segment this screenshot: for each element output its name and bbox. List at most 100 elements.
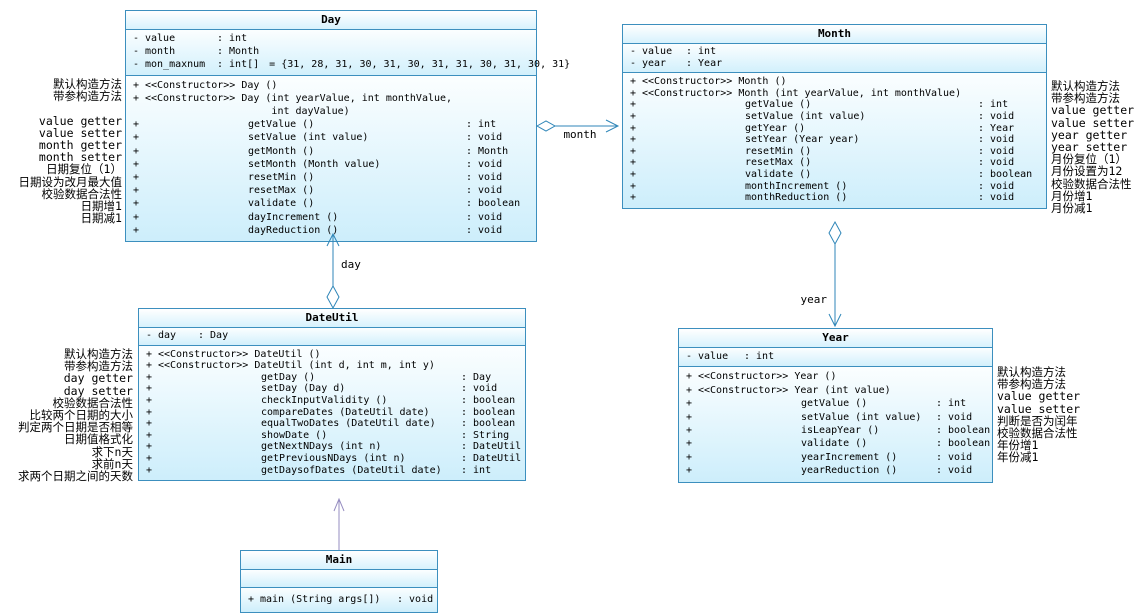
method-signature: yearReduction () xyxy=(801,465,898,477)
annotation-line: day getter xyxy=(63,371,133,386)
visibility-symbol: + xyxy=(133,79,140,91)
annotation-line: day setter xyxy=(63,383,133,398)
class-dateutil-attributes: - day : Day xyxy=(139,328,525,346)
method-return-type: : void xyxy=(466,172,503,184)
annotation-line: 日期减1 xyxy=(80,211,122,226)
visibility-symbol: + xyxy=(146,418,153,430)
visibility-symbol: + xyxy=(146,348,153,360)
open-arrowhead xyxy=(605,119,620,133)
method-row: + checkInputValidity () : boolean xyxy=(139,395,525,407)
method-row: + getDay () : Day xyxy=(139,372,525,384)
visibility-symbol: - xyxy=(686,351,693,362)
annotation-line: value getter xyxy=(997,389,1081,404)
annotation-line: 月份设置为12 xyxy=(1051,164,1123,179)
visibility-symbol: + xyxy=(630,110,637,122)
visibility-symbol: + xyxy=(686,438,693,450)
visibility-symbol: + xyxy=(686,371,693,383)
attribute-row: - mon_maxnum : int[] = {31, 28, 31, 30, … xyxy=(126,58,570,71)
day-month-aggregation[interactable]: month xyxy=(535,119,620,141)
method-return-type: : void xyxy=(466,224,503,236)
visibility-symbol: + xyxy=(630,168,637,180)
visibility-symbol: + xyxy=(133,132,140,144)
class-dateutil-title: DateUtil xyxy=(139,309,525,328)
visibility-symbol: + xyxy=(630,192,637,204)
class-day-methods: + <<Constructor>> Day () + <<Constructor… xyxy=(126,75,536,242)
method-row: + yearReduction () : void xyxy=(679,464,992,477)
main-dateutil-dependency[interactable] xyxy=(333,497,345,550)
class-main-attributes xyxy=(241,570,437,588)
method-return-type: : int xyxy=(978,99,1009,111)
visibility-symbol: + xyxy=(686,465,693,477)
class-dateutil-methods: + <<Constructor>> DateUtil () + <<Constr… xyxy=(139,345,525,481)
method-row: + dayIncrement () : void xyxy=(126,211,536,224)
annotation-line: 日期增1 xyxy=(80,199,122,214)
method-row: + monthReduction () : void xyxy=(623,192,1046,204)
annotation-line: 年份减1 xyxy=(997,450,1039,465)
class-main[interactable]: Main + main (String args[]) : void xyxy=(240,550,438,613)
method-row: + getValue () : int xyxy=(679,397,992,410)
method-row: + equalTwoDates (DateUtil date) : boolea… xyxy=(139,418,525,430)
annotation-line: 带参构造方法 xyxy=(997,377,1066,392)
visibility-symbol: + xyxy=(248,594,255,605)
visibility-symbol: + xyxy=(146,394,153,406)
dateutil-day-aggregation[interactable]: day xyxy=(326,232,361,310)
visibility-symbol: + xyxy=(133,224,140,236)
method-return-type: : void xyxy=(978,145,1015,157)
method-return-type: : boolean xyxy=(936,438,991,450)
annotation-line: 默认构造方法 xyxy=(1051,79,1120,93)
class-month[interactable]: Month - value : int - year : Year + <<Co… xyxy=(622,24,1047,209)
method-return-type: : void xyxy=(466,211,503,223)
class-dateutil[interactable]: DateUtil - day : Day + <<Constructor>> D… xyxy=(138,308,526,482)
method-row: + monthIncrement () : void xyxy=(623,181,1046,193)
method-return-type: : void xyxy=(466,132,503,144)
visibility-symbol: + xyxy=(133,172,140,184)
visibility-symbol: + xyxy=(146,441,153,453)
open-arrowhead xyxy=(333,497,345,512)
annotation-line: 求前n天 xyxy=(91,456,133,471)
attribute-type: : int[] xyxy=(217,59,260,71)
annotation-line: month getter xyxy=(38,138,122,152)
method-row: + getNextNDays (int n) : DateUtil xyxy=(139,441,525,453)
class-day[interactable]: Day - value : int - month : Month - mon_… xyxy=(125,10,570,243)
visibility-symbol: - xyxy=(133,46,140,58)
annotation-line: 校验数据合法性 xyxy=(52,395,134,410)
method-row: + <<Constructor>> Year (int value) xyxy=(679,384,992,397)
class-year[interactable]: Year - value : int + <<Constructor>> Yea… xyxy=(678,328,993,483)
annotation-line: value getter xyxy=(1051,103,1135,118)
annotation-line: 比较两个日期的大小 xyxy=(29,408,134,423)
method-signature: <<Constructor>> Month () xyxy=(642,76,787,88)
attribute-row: - value : int xyxy=(126,32,536,45)
attribute-initial-value: = {31, 28, 31, 30, 31, 30, 31, 31, 30, 3… xyxy=(269,59,571,71)
method-return-type: : void xyxy=(466,185,503,197)
annotation-line: 默认构造方法 xyxy=(53,77,122,91)
visibility-symbol: + xyxy=(630,180,637,192)
attribute-type: : int xyxy=(744,351,775,362)
method-return-type: : void xyxy=(978,134,1015,146)
method-signature: dayReduction () xyxy=(248,224,339,236)
method-return-type: : int xyxy=(936,398,967,410)
class-month-methods: + <<Constructor>> Month () + <<Construct… xyxy=(623,73,1046,208)
method-row: + <<Constructor>> Year () xyxy=(679,370,992,383)
attribute-name: value xyxy=(145,33,176,44)
method-row: + setValue (int value) : void xyxy=(679,411,992,424)
method-row: + showDate () : String xyxy=(139,430,525,442)
method-return-type: : boolean xyxy=(461,406,516,418)
method-return-type: : boolean xyxy=(461,418,516,430)
annotation-line: year setter xyxy=(1051,140,1128,155)
association-role-label: day xyxy=(341,258,361,271)
visibility-symbol: + xyxy=(686,384,693,396)
method-row: + <<Constructor>> Month (int yearValue, … xyxy=(623,88,1046,100)
month-year-aggregation[interactable]: year xyxy=(801,220,842,328)
class-month-title: Month xyxy=(623,25,1046,44)
method-signature: <<Constructor>> Year (int value) xyxy=(698,384,891,396)
method-row: + resetMin () : void xyxy=(623,146,1046,158)
attribute-name: value xyxy=(642,46,673,57)
attribute-row: - value : int xyxy=(623,46,1046,58)
visibility-symbol: + xyxy=(133,198,140,210)
method-row: + getPreviousNDays (int n) : DateUtil xyxy=(139,453,525,465)
annotation-line: 判定两个日期是否相等 xyxy=(18,420,133,435)
method-return-type: : String xyxy=(461,429,510,441)
